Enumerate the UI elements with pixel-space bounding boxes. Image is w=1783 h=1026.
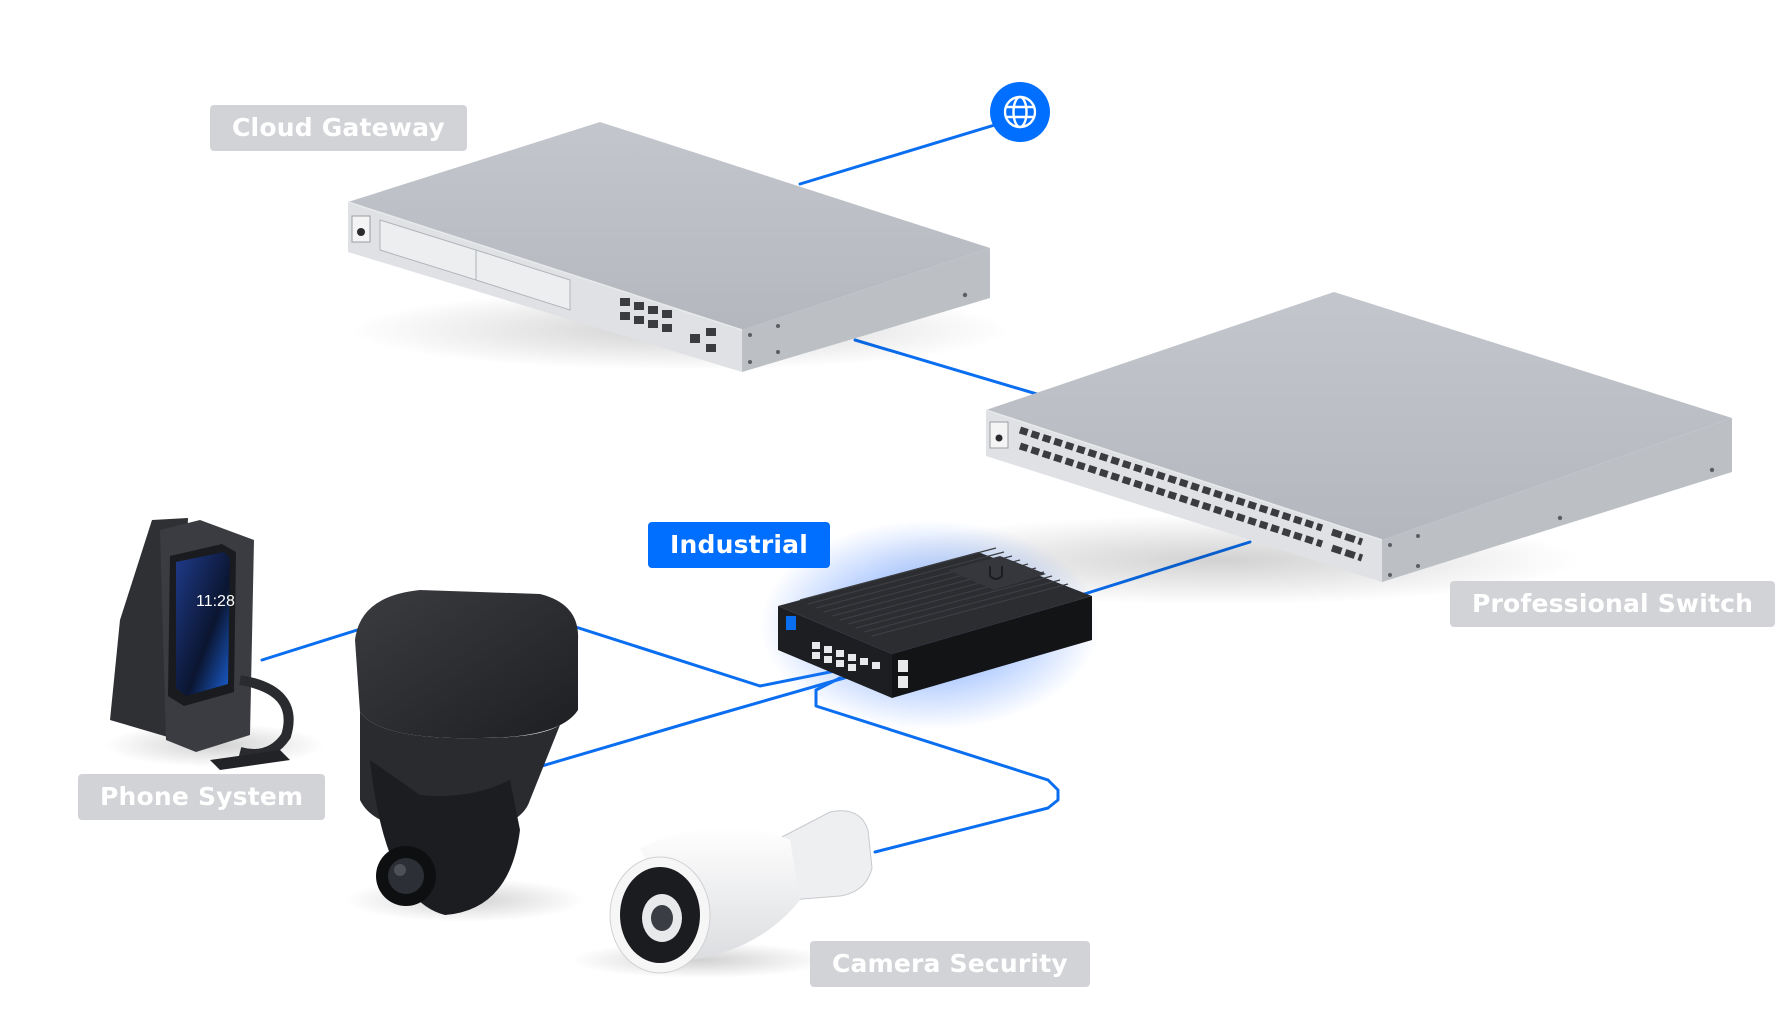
status-led [786,616,796,630]
cloud-gateway-device [347,122,1010,372]
ptz-camera-device [345,590,585,922]
professional-switch-device [860,292,1732,605]
globe-icon [1003,95,1037,129]
label-cloud-gateway: Cloud Gateway [210,105,467,151]
industrial-device [760,520,1100,730]
label-phone-system: Phone System [78,774,326,820]
internet-node [990,82,1050,142]
gateway-ports [620,298,716,352]
industrial-ports [812,642,908,688]
phone-clock: 11:28 [196,593,235,610]
label-camera-security: Camera Security [810,941,1090,987]
switch-port-rows [1018,426,1364,562]
link-internet-to-gateway [798,122,1000,186]
phone-device: 11:28 [105,518,325,770]
label-professional-switch: Professional Switch [1450,581,1776,627]
globe-icon-bg [990,82,1050,142]
ubiquiti-logo-icon [989,566,1003,580]
label-industrial: Industrial [648,522,830,568]
bullet-camera-device [570,810,873,978]
